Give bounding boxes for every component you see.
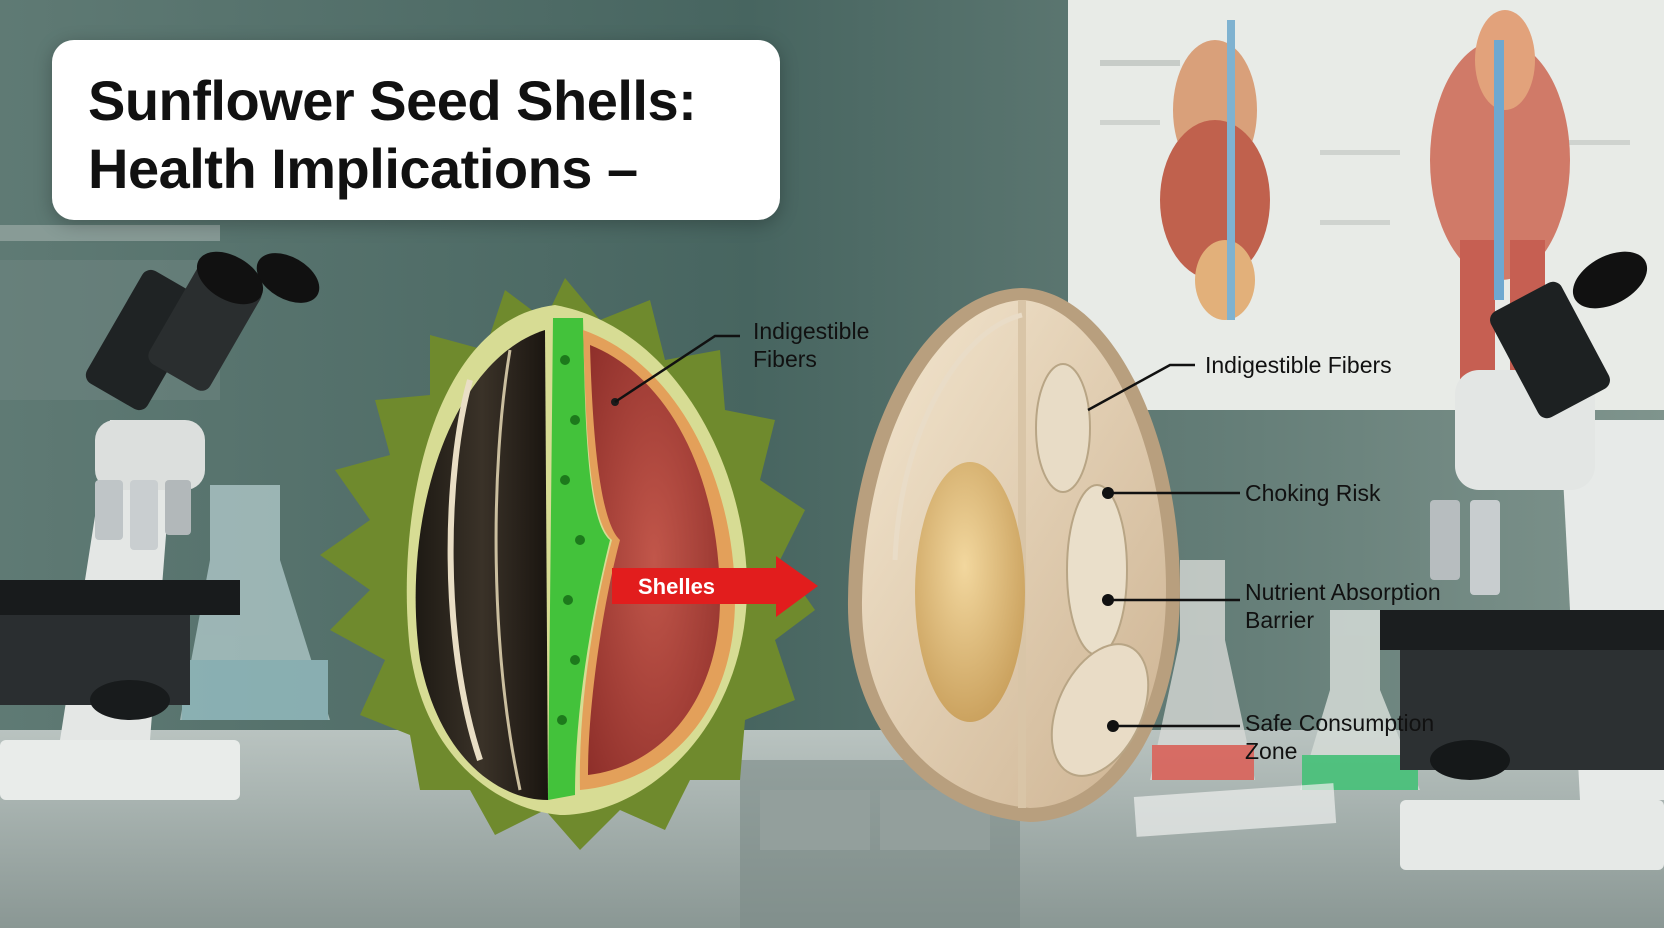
label-left-fibers-line1: Indigestible bbox=[753, 318, 870, 344]
shelf bbox=[0, 225, 220, 241]
label-safe-line1: Safe Consumption bbox=[1245, 710, 1435, 736]
label-right-indigestible-fibers: Indigestible Fibers bbox=[1205, 352, 1392, 378]
label-left-indigestible-fibers: Indigestible Fibers bbox=[753, 317, 869, 373]
leader-lines bbox=[614, 334, 1240, 728]
label-nutrient-line2: Barrier bbox=[1245, 607, 1315, 633]
arrow-label-shelles: Shelles bbox=[638, 574, 716, 599]
seed-cross-section bbox=[320, 278, 815, 850]
label-left-fibers-line2: Fibers bbox=[753, 346, 817, 372]
label-safe-consumption-zone: Safe Consumption Zone bbox=[1245, 709, 1434, 765]
title-line-2: Health Implications – bbox=[88, 137, 638, 200]
shell-cross-section bbox=[847, 288, 1180, 822]
microscope-left bbox=[0, 251, 320, 800]
shells-arrow bbox=[612, 556, 818, 617]
label-nutrient-line1: Nutrient Absorption bbox=[1245, 579, 1441, 605]
label-nutrient-absorption-barrier: Nutrient Absorption Barrier bbox=[1245, 578, 1441, 634]
microscope-right bbox=[1380, 251, 1664, 870]
beaker-green bbox=[1300, 610, 1420, 790]
title-card: Sunflower Seed Shells: Health Implicatio… bbox=[52, 40, 780, 220]
label-safe-line2: Zone bbox=[1245, 738, 1298, 764]
kernel bbox=[915, 462, 1025, 722]
label-choking-risk: Choking Risk bbox=[1245, 480, 1381, 506]
beaker-left bbox=[180, 485, 330, 720]
anatomy-poster bbox=[1068, 0, 1664, 410]
title-line-1: Sunflower Seed Shells: bbox=[88, 69, 697, 132]
